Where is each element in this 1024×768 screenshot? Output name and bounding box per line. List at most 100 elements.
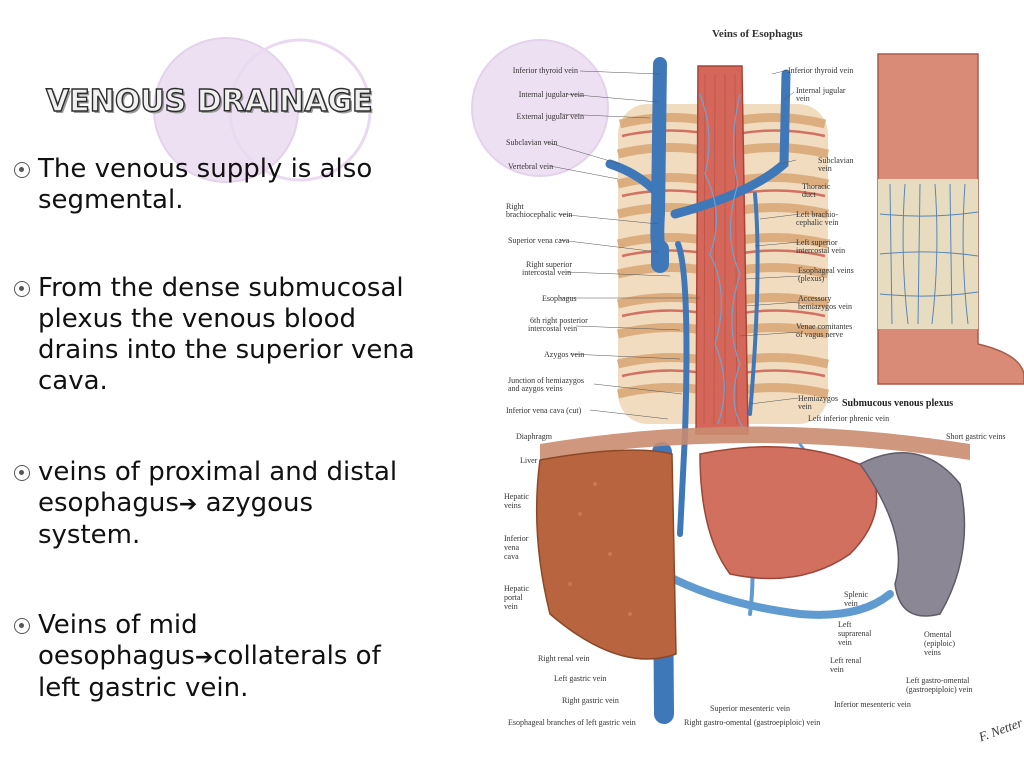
figure-label: Diaphragm (516, 432, 552, 441)
figure-label: brachiocephalic vein (506, 210, 573, 219)
bullet-line: The venous supply is also (38, 154, 373, 184)
figure-label: Left gastro-omental (906, 676, 970, 685)
figure-label: Inferior (504, 534, 529, 543)
figure-label: vein (818, 164, 832, 173)
leader-lines (545, 69, 801, 420)
figure-label: vein (830, 665, 844, 674)
bullet-icon (14, 162, 30, 178)
figure-label: Right (506, 202, 524, 211)
bullet-line: veins of proximal and distal (38, 457, 398, 487)
figure-label: Right gastric vein (562, 696, 619, 705)
figure-label: Inferior vena cava (cut) (506, 406, 582, 415)
figure-label: 6th right posterior (530, 316, 588, 325)
bullet-item: The venous supply is also segmental. (12, 154, 502, 216)
figure-label: Liver (520, 456, 538, 465)
figure-label: of vagus nerve (796, 330, 844, 339)
figure-label: Subclavian vein (506, 138, 558, 147)
figure-label: Internal jugular (796, 86, 846, 95)
figure-label: veins (504, 501, 521, 510)
slide-title: VENOUS DRAINAGE (45, 83, 373, 119)
bullet-line: esophagus➔ azygous (38, 488, 314, 518)
figure-label: vena (504, 543, 520, 552)
bullet-icon (14, 618, 30, 634)
bullet-icon (14, 281, 30, 297)
figure-label: Hepatic (504, 584, 529, 593)
figure-label: vein (798, 402, 812, 411)
figure-title: Veins of Esophagus (712, 28, 803, 40)
figure-label: Left brachio- (796, 210, 838, 219)
bullet-line: plexus the venous blood (38, 304, 356, 334)
anatomy-drawing (535, 53, 1024, 724)
figure-label: veins (924, 648, 941, 657)
bullet-item: veins of proximal and distal esophagus➔ … (12, 457, 502, 551)
figure-label: portal (504, 593, 523, 602)
figure-label: Esophageal veins (798, 266, 854, 275)
bullet-line: system. (38, 520, 141, 550)
figure-label: Esophageal branches of left gastric vein (508, 718, 636, 727)
figure-label: Left inferior phrenic vein (808, 414, 890, 423)
figure-label: and azygos veins (508, 384, 563, 393)
figure-label: External jugular vein (516, 112, 584, 121)
figure-label: vein (838, 638, 852, 647)
esophagus-veins-illustration: Veins of Esophagus Submucous venous plex… (500, 14, 1024, 752)
bullet-line: oesophagus➔collaterals of (38, 641, 381, 671)
bullet-icon (14, 465, 30, 481)
figure-label: Left gastric vein (554, 674, 607, 683)
figure-label: intercostal vein (528, 324, 578, 333)
bullet-list: The venous supply is also segmental. Fro… (12, 154, 502, 704)
figure-label: Right gastro-omental (gastroepiploic) ve… (684, 718, 821, 727)
figure-label: Azygos vein (544, 350, 585, 359)
bullet-line: From the dense submucosal (38, 273, 404, 303)
figure-label: Venae comitantes (796, 322, 853, 331)
figure-label: vein (844, 599, 858, 608)
bullet-line: segmental. (38, 185, 184, 215)
figure-label: vein (796, 94, 810, 103)
stomach (699, 445, 878, 580)
figure-label: Right renal vein (538, 654, 590, 663)
submucous-plexus-panel (877, 53, 1024, 385)
figure-label: Hemiazygos (798, 394, 838, 403)
figure-label: suprarenal (838, 629, 872, 638)
liver (535, 449, 677, 660)
arrow-icon: ➔ (194, 645, 214, 670)
bullet-line: Veins of mid (38, 610, 198, 640)
figure-label: Splenic (844, 590, 868, 599)
figure-label: vein (504, 602, 518, 611)
spleen (858, 452, 966, 617)
figure-label: Internal jugular vein (518, 90, 584, 99)
figure-label: Right superior (526, 260, 572, 269)
figure-label: Left (838, 620, 852, 629)
figure-label: Superior vena cava (508, 236, 570, 245)
figure-label: Junction of hemiazygos (508, 376, 584, 385)
figure-label: intercostal vein (522, 268, 572, 277)
figure-label: (plexus) (798, 274, 825, 283)
figure-label: (epiploic) (924, 639, 956, 648)
figure-label: cava (504, 552, 519, 561)
figure-label: Inferior thyroid vein (512, 66, 578, 75)
figure-label: Left renal (830, 656, 862, 665)
figure-label: intercostal vein (796, 246, 846, 255)
bullet-line: cava. (38, 366, 108, 396)
bullet-line: left gastric vein. (38, 673, 249, 703)
bullet-item: Veins of mid oesophagus➔collaterals of l… (12, 610, 502, 704)
bullet-line: drains into the superior vena (38, 335, 415, 365)
figure-label: Inferior thyroid vein (788, 66, 854, 75)
figure-label: Inferior mesenteric vein (834, 700, 911, 709)
figure-label: Vertebral vein (508, 162, 554, 171)
figure-label: (gastroepiploic) vein (906, 685, 973, 694)
figure-label: cephalic vein (796, 218, 839, 227)
figure-label: Hepatic (504, 492, 529, 501)
plexus-title: Submucous venous plexus (842, 398, 954, 409)
figure-label: Thoracic (802, 182, 831, 191)
figure-label: Superior mesenteric vein (710, 704, 790, 713)
diaphragm (540, 426, 970, 460)
figure-label: Esophagus (542, 294, 577, 303)
arrow-icon: ➔ (178, 492, 198, 517)
figure-label: hemiazygos vein (798, 302, 852, 311)
figure-label: Subclavian (818, 156, 854, 165)
bullet-item: From the dense submucosal plexus the ven… (12, 273, 502, 397)
figure-label: duct (802, 190, 816, 199)
figure-label: Omental (924, 630, 952, 639)
figure-label: Accessory (798, 294, 832, 303)
figure-label: Left superior (796, 238, 838, 247)
